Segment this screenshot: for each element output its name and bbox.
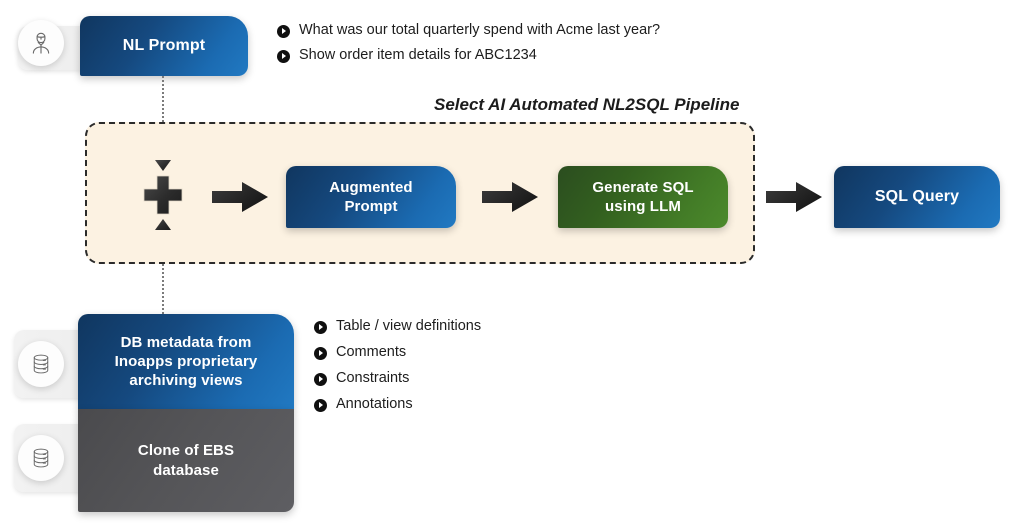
list-item: Annotations [314,396,481,412]
list-item: Table / view definitions [314,318,481,334]
node-ebs-clone-line1: Clone of EBS [137,442,235,460]
node-sql-query-label: SQL Query [874,187,960,205]
node-sql-query[interactable]: SQL Query [834,166,1000,228]
list-item: Show order item details for ABC1234 [277,47,660,63]
bullet-chevron-icon [314,399,327,412]
node-generate-sql-line1: Generate SQL [592,178,694,196]
node-nl-prompt-label: NL Prompt [122,36,206,54]
bullet-chevron-icon [277,50,290,63]
right-arrow-icon [212,180,272,214]
node-db-metadata-line2: Inoapps proprietary [114,352,258,370]
pipeline-title: Select AI Automated NL2SQL Pipeline [434,95,740,114]
user-avatar-icon [18,20,64,66]
node-augmented-prompt-line2: Prompt [344,198,398,215]
database-icon [18,435,64,481]
list-item: Constraints [314,370,481,386]
right-arrow-icon [766,180,826,214]
metadata-item-text: Comments [336,344,407,360]
right-arrow-icon [482,180,542,214]
node-db-metadata-line3: archiving views [129,372,243,390]
list-item: What was our total quarterly spend with … [277,22,660,38]
prompt-example-text: Show order item details for ABC1234 [299,47,537,63]
connector-prompt-to-merge [162,76,164,166]
node-augmented-prompt[interactable]: Augmented Prompt [286,166,456,228]
database-icon [18,341,64,387]
bullet-chevron-icon [314,321,327,334]
node-ebs-clone[interactable]: Clone of EBS database [78,409,294,512]
bullet-chevron-icon [314,373,327,386]
list-item: Comments [314,344,481,360]
metadata-item-text: Constraints [336,370,410,386]
node-augmented-prompt-line1: Augmented [329,178,413,196]
plus-merge-icon [140,158,186,232]
node-db-metadata[interactable]: DB metadata from Inoapps proprietary arc… [78,314,294,409]
prompt-examples-list: What was our total quarterly spend with … [277,22,660,63]
metadata-items-list: Table / view definitions Comments Constr… [314,318,481,412]
metadata-item-text: Annotations [336,396,413,412]
node-nl-prompt[interactable]: NL Prompt [80,16,248,76]
node-generate-sql[interactable]: Generate SQL using LLM [558,166,728,228]
bullet-chevron-icon [314,347,327,360]
metadata-item-text: Table / view definitions [336,318,482,334]
node-db-metadata-line1: DB metadata from [120,333,252,351]
connector-merge-to-metadata [162,228,164,314]
node-ebs-clone-line2: database [153,461,219,479]
node-generate-sql-line2: using LLM [605,198,681,215]
prompt-example-text: What was our total quarterly spend with … [299,22,661,38]
bullet-chevron-icon [277,25,290,38]
